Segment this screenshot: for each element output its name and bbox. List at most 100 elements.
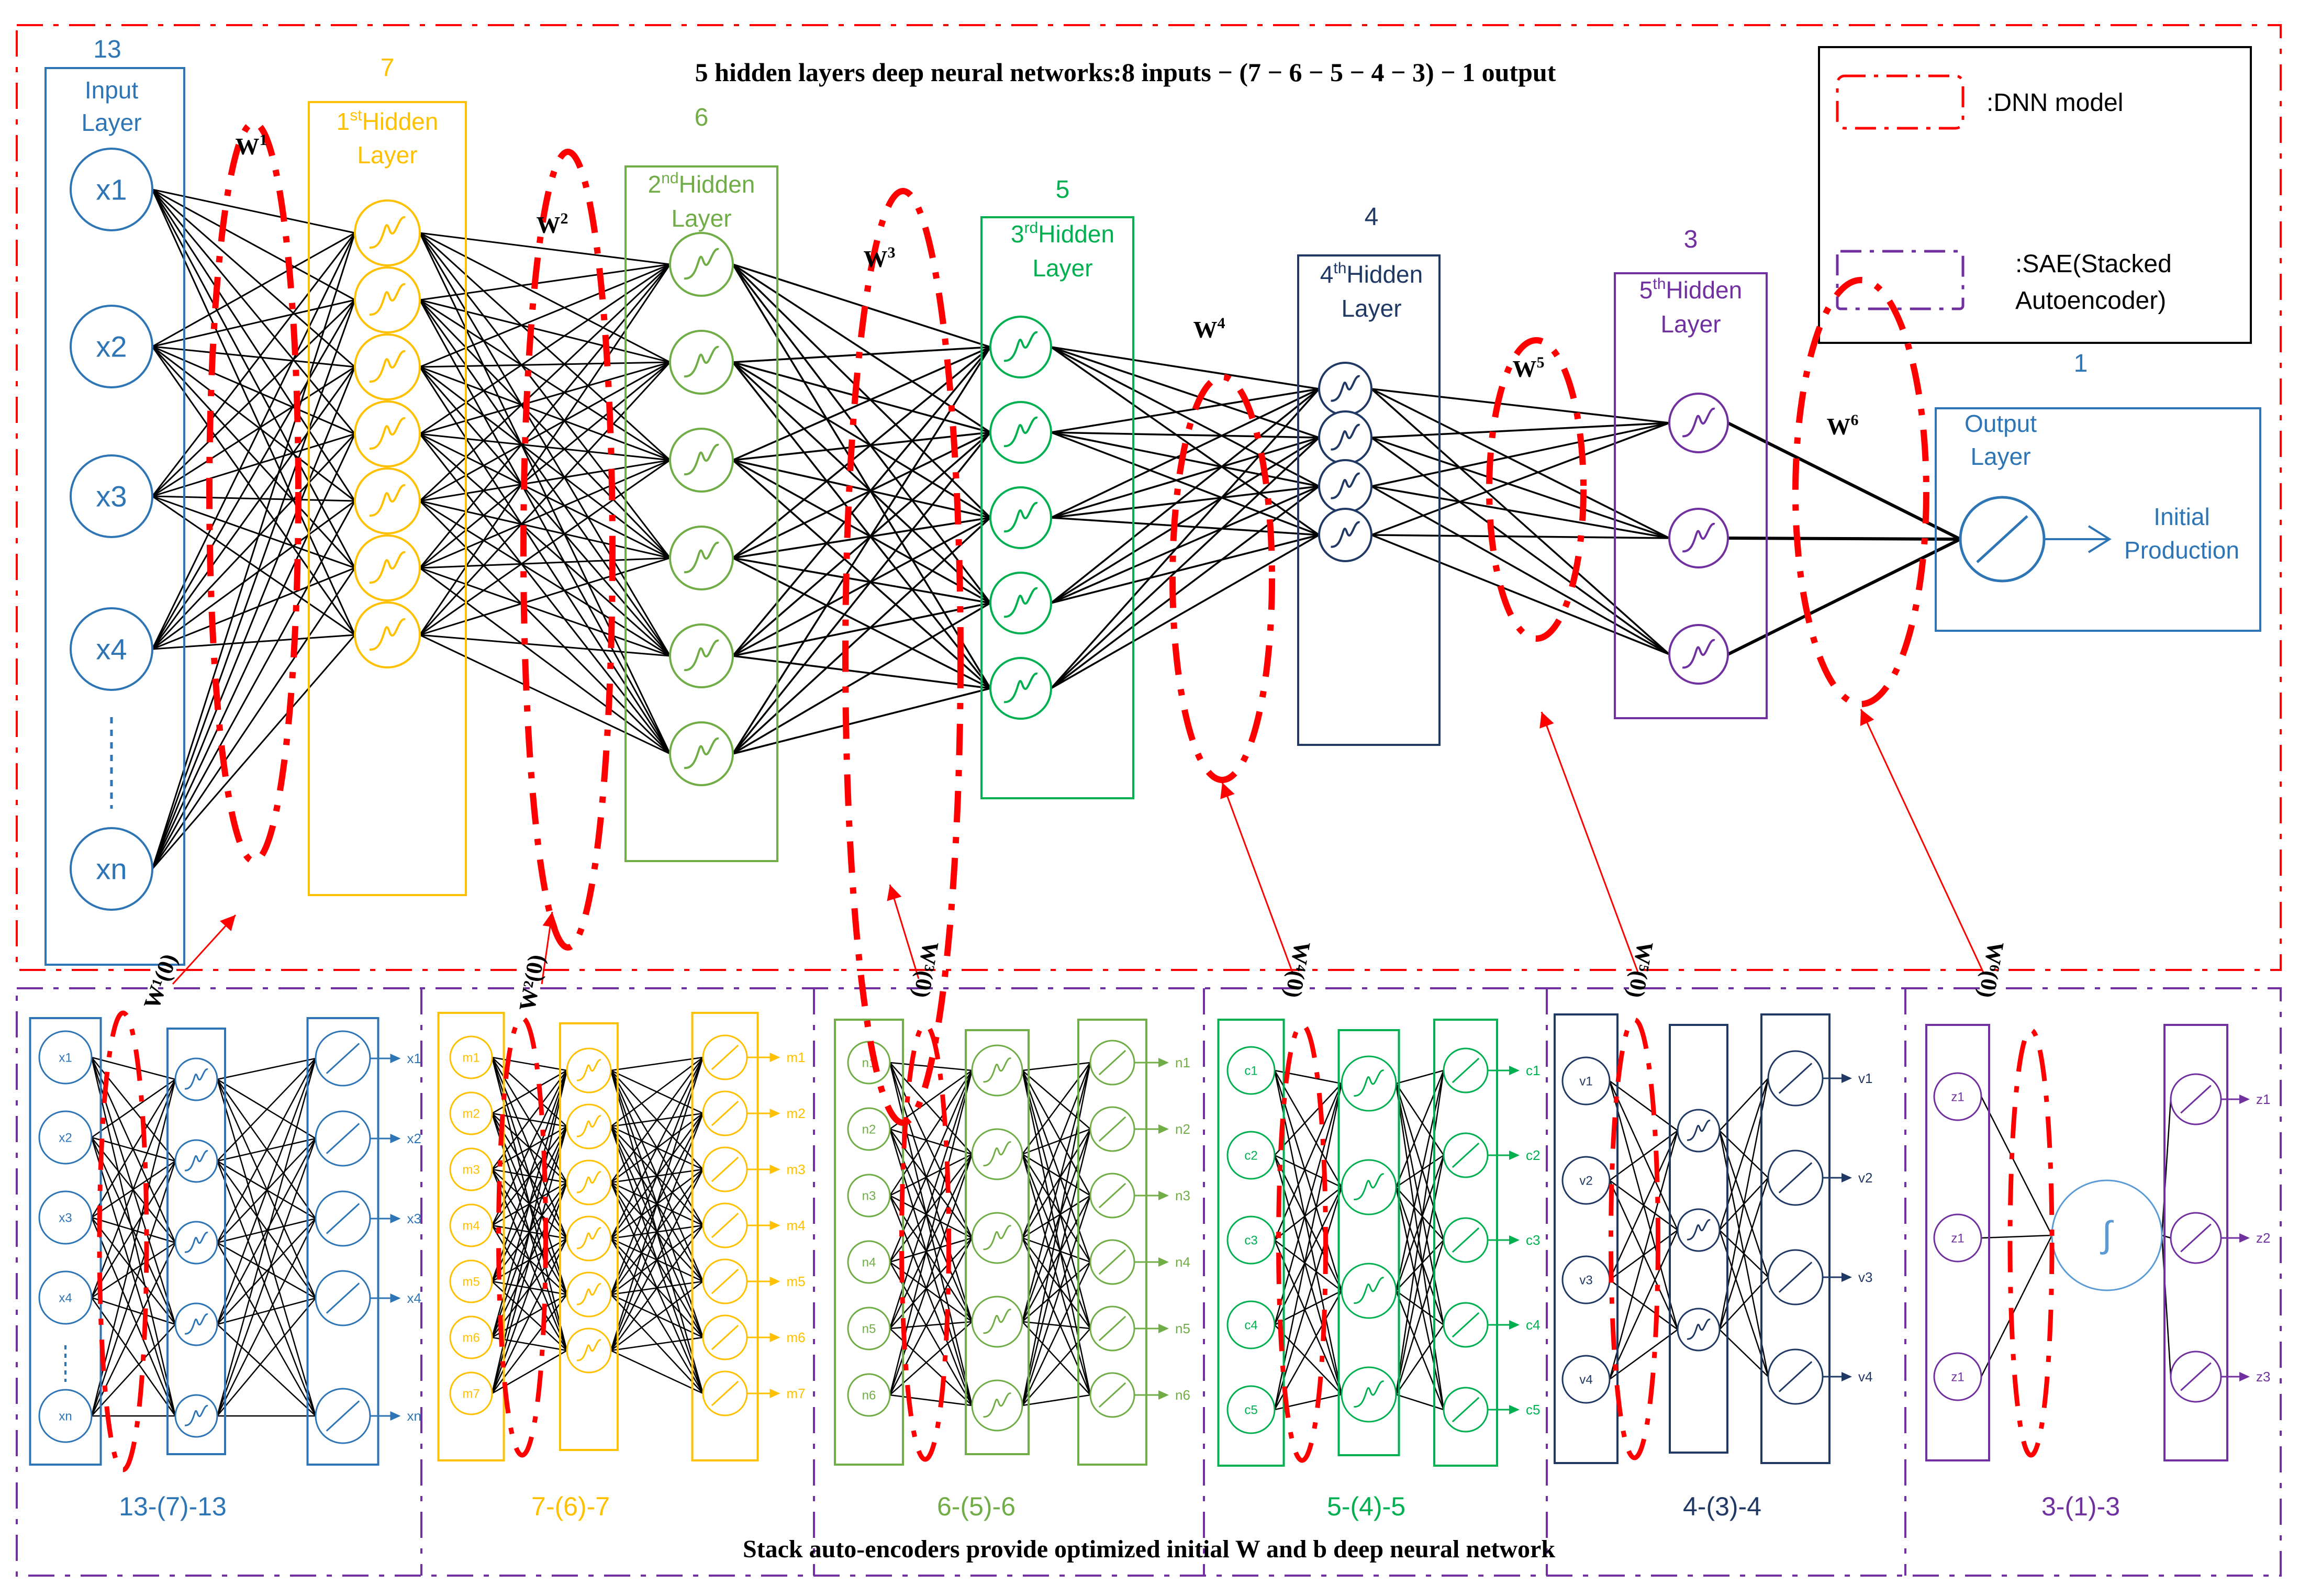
- edge-line: [419, 459, 671, 502]
- arrow-head: [1842, 1074, 1852, 1083]
- linear-icon: [326, 1043, 360, 1074]
- sigmoid-icon: [576, 1171, 601, 1193]
- input-neuron: [70, 305, 153, 388]
- edge-line: [151, 189, 356, 635]
- layer-count: 13: [93, 36, 121, 63]
- sae-input-box: [1217, 1019, 1285, 1467]
- sae-hidden-neuron: [971, 1044, 1023, 1097]
- sigmoid-icon: [1682, 523, 1715, 553]
- edge-line: [732, 687, 991, 755]
- edge-line: [1609, 1080, 1678, 1132]
- input-neuron: [70, 607, 153, 691]
- edge-line: [732, 459, 991, 689]
- edge-line: [1395, 1240, 1445, 1395]
- sigmoid-icon: [1354, 1277, 1385, 1304]
- edge-line: [1051, 346, 1320, 487]
- weight-label: W6: [1827, 411, 1859, 440]
- sae-hidden-neuron: [1677, 1208, 1721, 1252]
- arrow-head: [1158, 1390, 1169, 1400]
- sae-output-label: v2: [1858, 1170, 1872, 1186]
- edge-line: [216, 1160, 317, 1299]
- edge-line: [732, 431, 991, 461]
- layer-label: Output: [1965, 410, 2037, 437]
- hidden-neuron: [1668, 508, 1729, 568]
- edge-line: [419, 232, 671, 559]
- sae-output-label: z3: [2256, 1369, 2270, 1385]
- neuron-label: n2: [862, 1122, 876, 1136]
- sae-input-neuron: [1226, 1046, 1276, 1095]
- sae-output-label: c2: [1526, 1147, 1540, 1163]
- edge-line: [1050, 346, 1320, 536]
- sigmoid-icon: [369, 283, 406, 316]
- sae-input-neuron: [1933, 1072, 1982, 1121]
- sigmoid-icon: [1354, 1173, 1385, 1200]
- edge-line: [1395, 1324, 1445, 1395]
- neuron-label: z1: [1951, 1370, 1964, 1384]
- edge-line: [610, 1057, 704, 1295]
- arrow-head: [769, 1165, 780, 1174]
- arrow-head: [887, 885, 902, 901]
- layer-label: Layer: [357, 141, 417, 169]
- linear-icon: [711, 1044, 739, 1070]
- edge-line: [732, 346, 991, 657]
- edge-line: [732, 361, 991, 433]
- sae-output-label: m7: [787, 1386, 806, 1401]
- sae-output-box: [306, 1017, 380, 1466]
- sigmoid-icon: [1687, 1120, 1711, 1141]
- init-arrow: [1860, 709, 1985, 974]
- sae-hidden-neuron: [566, 1271, 612, 1318]
- edge-line: [610, 1113, 704, 1351]
- edge-line: [1609, 1130, 1679, 1380]
- neuron-label: xn: [59, 1409, 72, 1423]
- sigmoid-icon: [184, 1150, 208, 1171]
- edge-line: [1371, 437, 1670, 539]
- sae-output-label: c3: [1526, 1232, 1540, 1248]
- hidden-neuron: [1318, 410, 1372, 465]
- sae-input-neuron: [847, 1240, 891, 1284]
- edge-line: [419, 567, 671, 657]
- linear-icon: [711, 1268, 739, 1294]
- edge-line: [91, 1079, 176, 1416]
- weight-ellipses: [97, 120, 2055, 1472]
- edge-line: [419, 366, 671, 656]
- edge-line: [732, 263, 991, 604]
- edge-line: [216, 1138, 317, 1416]
- sae-output-label: n6: [1175, 1387, 1190, 1403]
- neuron-label: c5: [1244, 1403, 1257, 1417]
- arrow-head: [390, 1411, 401, 1421]
- edge-line: [217, 1058, 316, 1162]
- linear-icon: [1452, 1312, 1480, 1338]
- linear-icon: [1452, 1227, 1480, 1253]
- neuron-label: x1: [96, 173, 127, 206]
- edge-line: [1396, 1187, 1444, 1241]
- sigmoid-icon: [576, 1339, 601, 1361]
- sae-weight-ellipse: [1276, 1022, 1328, 1463]
- edge-line: [419, 500, 671, 755]
- hidden-neuron: [669, 232, 734, 297]
- weight-ellipse: [206, 120, 302, 864]
- linear-icon: [1098, 1382, 1126, 1408]
- edge-line: [151, 346, 356, 635]
- arrow-head: [1842, 1372, 1852, 1381]
- sae-hidden-neuron: [971, 1128, 1023, 1180]
- edge-line: [1609, 1329, 1678, 1380]
- edge-line: [152, 345, 355, 435]
- sigmoid-icon: [1003, 587, 1038, 618]
- edge-line: [2161, 1099, 2172, 1236]
- sae-weight-ellipse: [1609, 1017, 1660, 1460]
- edge-line: [1395, 1187, 1445, 1325]
- sae-caption: 5-(4)-5: [1327, 1492, 1405, 1521]
- edge-line: [152, 500, 355, 650]
- edge-line: [419, 433, 671, 657]
- sigmoid-icon: [1331, 423, 1360, 451]
- edge-line: [1274, 1187, 1343, 1410]
- footer-caption: Stack auto-encoders provide optimized in…: [743, 1535, 1555, 1563]
- sigmoid-icon: [684, 640, 719, 672]
- layer-boxes: [29, 46, 2261, 1467]
- layer-box-h3: [980, 216, 1134, 799]
- neuron-label: v2: [1579, 1174, 1592, 1188]
- weight-ellipse: [1169, 374, 1275, 783]
- layer-label: Layer: [1341, 295, 1401, 322]
- neuron-label: n6: [862, 1388, 876, 1402]
- edge-line: [91, 1160, 176, 1298]
